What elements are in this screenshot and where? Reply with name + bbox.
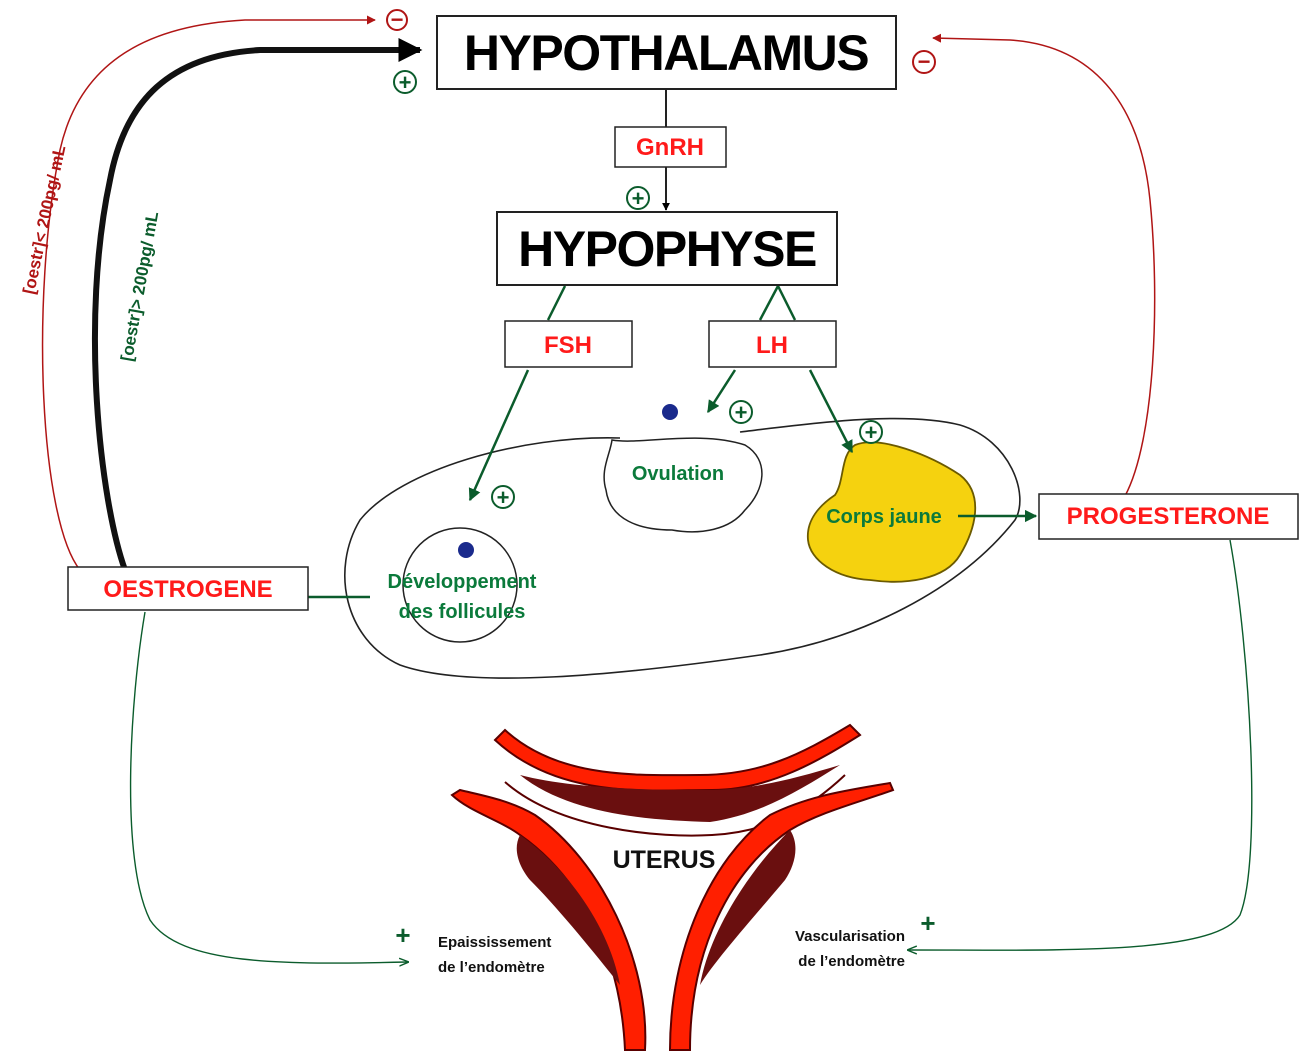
follicles-label-line2: des follicules <box>399 601 526 623</box>
hypophyse-label: HYPOPHYSE <box>518 221 816 277</box>
svg-text:+: + <box>632 186 645 211</box>
fsh-box <box>504 320 633 368</box>
follicle-circle <box>402 527 518 643</box>
vascularisation-plus-sign: + <box>920 908 935 938</box>
lh-ovulation-arrow <box>706 369 737 414</box>
svg-text:+: + <box>497 485 510 510</box>
plus-badge-left: + <box>393 70 417 95</box>
uterus-illustration <box>450 723 895 1051</box>
hypophyse-box <box>496 211 838 286</box>
plus-badge-corps-jaune: + <box>859 420 883 445</box>
fsh-label: FSH <box>544 332 592 359</box>
oestrogene-endometre-arrow <box>129 611 408 963</box>
hypophyse-fsh-line <box>546 285 567 321</box>
svg-text:+: + <box>399 70 412 95</box>
uterus-label: UTERUS <box>613 846 716 874</box>
svg-text:+: + <box>865 420 878 445</box>
oestrogene-negative-feedback <box>41 15 376 571</box>
lh-corps-jaune-arrow <box>808 369 854 454</box>
plus-badge-follicles: + <box>491 485 515 510</box>
svg-text:+: + <box>735 400 748 425</box>
oestrogene-label: OESTROGENE <box>103 576 272 603</box>
ovary-outline <box>344 417 1021 679</box>
corps-jaune-blob <box>807 441 977 583</box>
progesterone-endometre-arrow <box>908 539 1253 950</box>
epaississement-plus-sign: + <box>395 920 410 950</box>
vascularisation-line2: de l’endomètre <box>798 953 905 970</box>
ovulation-label: Ovulation <box>632 463 724 485</box>
progesterone-box <box>1038 493 1299 540</box>
lh-box <box>708 320 837 368</box>
hypothalamus-label: HYPOTHALAMUS <box>464 25 868 81</box>
epaississement-line2: de l’endomètre <box>438 959 545 976</box>
minus-badge-left: − <box>386 7 408 32</box>
gnrh-box <box>614 126 727 168</box>
lh-label: LH <box>756 332 788 359</box>
hypothalamus-box <box>436 15 897 90</box>
oestrogene-box <box>67 566 309 611</box>
hypophyse-lh-line-b <box>776 285 797 321</box>
svg-text:−: − <box>391 7 404 32</box>
progesterone-negative-feedback <box>932 33 1156 497</box>
progesterone-label: PROGESTERONE <box>1067 503 1270 530</box>
plus-badge-gnrh: + <box>626 186 650 211</box>
ovum-dot-top <box>662 404 678 420</box>
gnrh-label: GnRH <box>636 134 704 161</box>
feedback-high-label: [oestr]> 200pg/ mL <box>117 210 162 363</box>
epaississement-line1: Epaississement <box>438 934 551 951</box>
ovulation-blob <box>603 437 763 533</box>
follicle-ovum-dot <box>458 542 474 558</box>
oestrogene-positive-feedback <box>91 38 423 572</box>
corps-jaune-label: Corps jaune <box>826 506 942 528</box>
svg-text:−: − <box>918 49 931 74</box>
plus-badge-ovulation: + <box>729 400 753 425</box>
follicles-label-line1: Développement <box>388 571 537 593</box>
vascularisation-line1: Vascularisation <box>795 928 905 945</box>
fsh-follicle-arrow <box>468 369 530 502</box>
minus-badge-right: − <box>912 49 936 74</box>
hypophyse-lh-line-a <box>758 285 780 321</box>
